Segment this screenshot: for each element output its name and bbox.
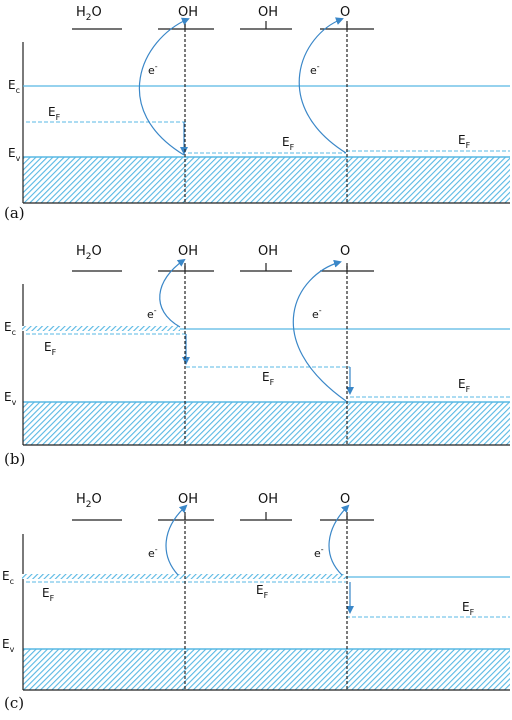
ef-label: EF [262,370,275,387]
electron-transfer-arrow [328,504,350,576]
h2o-label: H2O [76,244,102,262]
electron-transfer-arrow [298,17,347,154]
electron-label: e- [148,545,158,560]
electron-transfer-arrow [165,504,188,576]
oh-label: OH [178,5,198,20]
valence-band-fill [23,157,510,203]
panel-tag: (b) [4,450,25,468]
ef-label: EF [42,586,55,603]
oh-label: OH [258,5,278,20]
h2o-label: H2O [76,492,102,510]
panel-tag: (a) [4,204,25,222]
electron-label: e- [310,62,320,77]
ev-label: Ev [4,390,17,407]
panel-tag: (c) [4,694,24,712]
electron-label: e- [314,545,324,560]
o-label: O [340,492,350,507]
conduction-band-filled-states [22,574,346,579]
ev-label: Ev [8,146,21,163]
ef-label: EF [44,340,57,357]
electron-transfer-arrow [159,258,186,328]
ev-label: Ev [2,637,15,654]
ef-label: EF [458,133,471,150]
ec-label: Ec [2,569,14,586]
valence-band-fill [23,649,510,690]
oh-label: OH [258,244,278,259]
o-label: O [340,244,350,259]
conduction-band-filled-states [22,326,180,331]
ef-label: EF [256,583,269,600]
ec-label: Ec [8,78,20,95]
ef-label: EF [462,600,475,617]
electron-label: e- [148,62,158,77]
o-label: O [340,5,350,20]
electron-label: e- [312,306,322,321]
oh-label: OH [178,244,198,259]
oh-label: OH [178,492,198,507]
ef-label: EF [282,135,295,152]
ef-label: EF [48,105,61,122]
h2o-label: H2O [76,5,102,23]
ef-label: EF [458,377,471,394]
oh-label: OH [258,492,278,507]
electron-label: e- [147,306,157,321]
electron-transfer-arrow [292,259,347,402]
ec-label: Ec [4,320,16,337]
electron-transfer-arrow [139,17,190,156]
valence-band-fill [23,402,510,445]
